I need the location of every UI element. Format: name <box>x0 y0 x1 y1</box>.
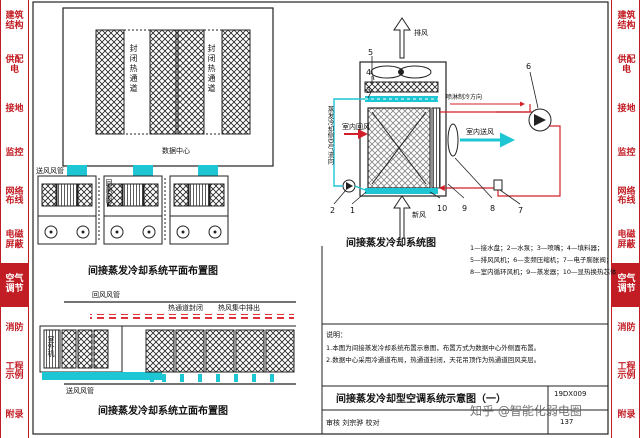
plan-title: 间接蒸发冷却系统平面布置图 <box>88 266 218 277</box>
supply-duct <box>133 165 153 177</box>
left-sidebar-tab[interactable]: 附录 <box>5 410 24 421</box>
note-line: 2.数据中心采用冷通道布局，热通道封闭，天花吊顶作为热通道回风夹层。 <box>326 356 541 364</box>
outdoor-unit-label: 室外机 <box>47 336 55 357</box>
rack-row <box>221 29 251 135</box>
hot-aisle-label: 热通道封闭 <box>168 304 203 312</box>
titleblock-review: 审核 刘宗骅 校对 <box>326 419 380 427</box>
callout-1: 1 <box>350 206 356 215</box>
left-sidebar-tab[interactable]: 监控 <box>5 147 24 158</box>
title-block <box>321 385 609 435</box>
right-sidebar-tab[interactable]: 监控 <box>617 147 636 158</box>
return-duct-label: 回风风管 <box>105 179 113 207</box>
intake-label: 新风 <box>412 211 426 219</box>
right-sidebar-tab[interactable]: 接地 <box>617 103 636 114</box>
right-sidebar-tab[interactable]: 消防 <box>617 322 636 333</box>
left-sidebar-tab[interactable]: 空气 调节 <box>0 262 29 307</box>
elevation-view <box>39 301 296 385</box>
supply-duct <box>67 165 87 177</box>
callout-9: 9 <box>462 204 468 213</box>
callout-10: 10 <box>437 204 448 213</box>
legend-line: 5—排风风机；6—变频压缩机；7—电子膨胀阀； <box>470 256 613 264</box>
right-sidebar-tab[interactable]: 建筑 结构 <box>617 11 636 31</box>
cooling-unit <box>103 175 163 245</box>
titleblock-title: 间接蒸发冷却型空调系统示意图（一） <box>336 394 506 405</box>
return-duct-label: 回风风管 <box>92 291 120 299</box>
spray-direction-label: 喷淋制冷方向 <box>446 94 483 101</box>
left-sidebar-tab[interactable]: 供配 电 <box>5 55 24 75</box>
hot-air-flow <box>90 314 294 321</box>
atlas-number: 19DX009 <box>554 390 587 398</box>
callout-7: 7 <box>518 206 524 215</box>
rack-row <box>149 29 179 135</box>
page-frame <box>32 1 609 435</box>
callout-2: 2 <box>330 206 336 215</box>
hot-aisle <box>203 29 223 135</box>
legend-line: 1—接水盘；2—水泵；3—喷嘴；4—填料器； <box>470 244 604 252</box>
system-schematic <box>333 17 561 238</box>
evaporator <box>431 107 441 189</box>
right-sidebar-tab[interactable]: 网络 布线 <box>617 186 636 207</box>
hot-aisle <box>123 29 151 135</box>
rack-row <box>95 29 125 135</box>
indoor-return-label: 室内回风 <box>342 123 370 131</box>
right-sidebar-tab[interactable]: 附录 <box>617 410 636 421</box>
indoor-supply-label: 室内送风 <box>466 128 494 136</box>
legend-line: 8—室内循环风机；9—蒸发器；10—显热换热芯体 <box>470 268 617 276</box>
callout-4: 4 <box>366 68 372 77</box>
page-number: 137 <box>560 418 574 426</box>
watermark: 知乎 @智能化弱电圈 <box>470 404 582 418</box>
left-sidebar-tab[interactable]: 工程 示例 <box>5 361 24 382</box>
callout-8: 8 <box>490 204 496 213</box>
left-sidebar-tab[interactable]: 接地 <box>5 103 24 114</box>
exhaust-arrow <box>393 17 411 59</box>
right-sidebar-tab[interactable]: 供配 电 <box>617 55 636 75</box>
notes-heading: 说明： <box>326 331 347 339</box>
datacenter-label: 数据中心 <box>162 147 190 155</box>
left-sidebar-tab[interactable]: 建筑 结构 <box>5 11 24 31</box>
right-sidebar-tab[interactable]: 电磁 屏蔽 <box>617 230 636 250</box>
outdoor-flow-label: 蒸发冷却侧空气流向 <box>326 106 334 165</box>
callout-6: 6 <box>526 62 532 71</box>
note-line: 1.本图为间接蒸发冷却系统布置示意图，布置方式为数据中心外侧面布置。 <box>326 344 541 352</box>
left-sidebar-tab[interactable]: 电磁 屏蔽 <box>5 230 24 250</box>
callout-5: 5 <box>368 48 374 57</box>
supply-duct-label: 送风风管 <box>66 387 94 395</box>
left-sidebar-tab[interactable]: 消防 <box>5 322 24 333</box>
cooling-unit <box>169 175 229 245</box>
plan-view <box>37 7 274 245</box>
aisle-label: 封闭热通道 <box>129 44 138 94</box>
expansion-valve <box>493 179 503 191</box>
cooling-unit <box>37 175 97 245</box>
left-sidebar <box>0 0 29 438</box>
rack-row <box>175 29 205 135</box>
callout-3: 3 <box>366 86 372 95</box>
datacenter-room <box>62 7 274 167</box>
aisle-label: 封闭热通道 <box>207 44 216 94</box>
exhaust-label: 排风 <box>414 29 428 37</box>
hot-air-label: 热风集中排出 <box>218 304 260 312</box>
left-sidebar-tab[interactable]: 网络 布线 <box>5 186 24 207</box>
supply-air-flow <box>42 372 162 380</box>
right-sidebar-tab[interactable]: 工程 示例 <box>617 361 636 382</box>
elevation-title: 间接蒸发冷却系统立面布置图 <box>98 406 228 417</box>
supply-duct-label: 送风风管 <box>36 167 64 175</box>
right-sidebar-tab[interactable]: 空气 调节 <box>612 262 640 307</box>
schematic-title: 间接蒸发冷却系统图 <box>346 238 436 249</box>
supply-duct <box>198 165 218 177</box>
